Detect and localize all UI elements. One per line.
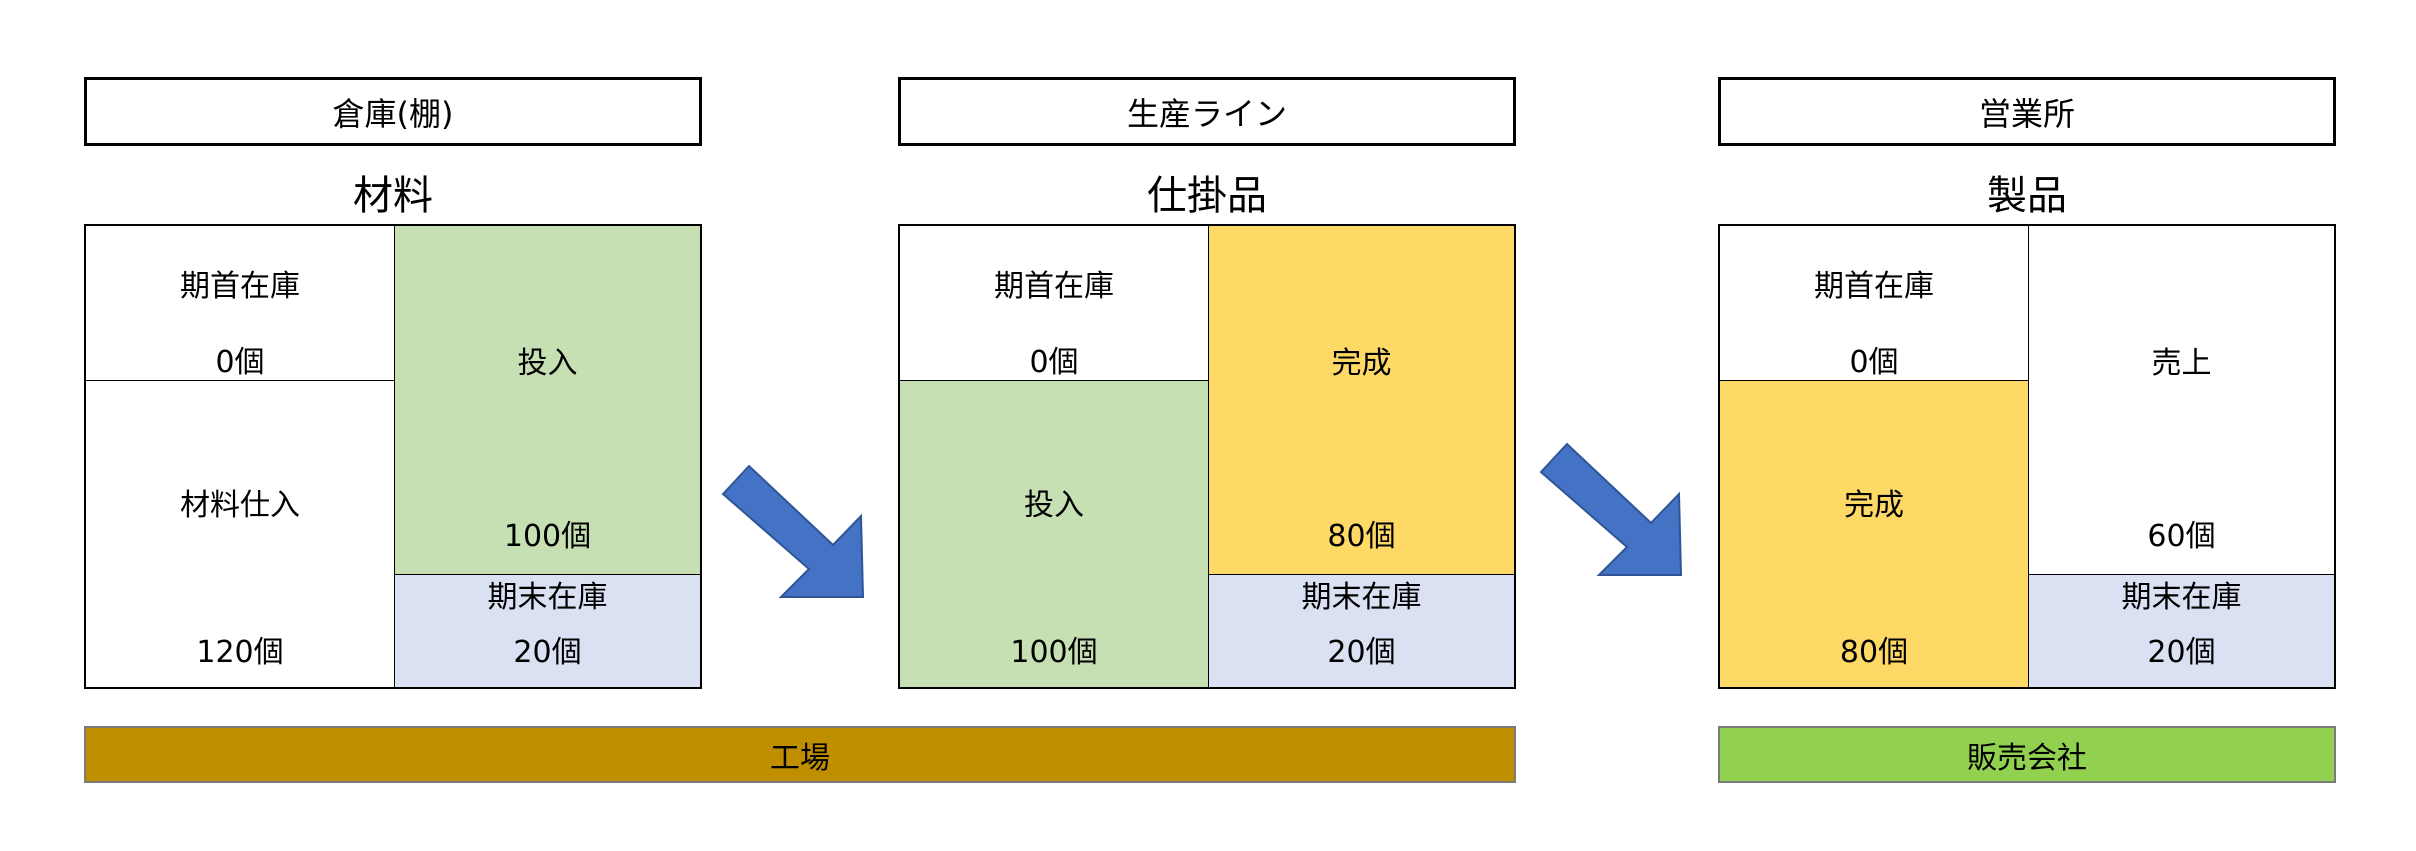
wip-opening-cell: 期首在庫 0個	[900, 226, 1208, 381]
products-complete-value: 80個	[1839, 635, 1909, 670]
products-opening-cell: 期首在庫 0個	[1720, 226, 2028, 381]
wip-input-cell: 投入 100個	[900, 381, 1208, 687]
wip-opening-label: 期首在庫	[994, 269, 1114, 304]
flow-arrow-icon	[1539, 442, 1683, 576]
products-panel: 期首在庫 0個 完成 80個 売上 60個 期末在庫 20個	[1718, 224, 2336, 689]
wip-closing-cell: 期末在庫 20個	[1208, 575, 1514, 687]
products-closing-label: 期末在庫	[2121, 580, 2242, 615]
wip-panel: 期首在庫 0個 投入 100個 完成 80個 期末在庫 20個	[898, 224, 1516, 689]
materials-purchase-value: 120個	[196, 635, 284, 670]
wip-complete-label: 完成	[1331, 346, 1392, 381]
factory-bar: 工場	[84, 726, 1516, 783]
factory-bar-label: 工場	[770, 740, 830, 776]
materials-title: 材料	[353, 173, 433, 219]
products-title: 製品	[1987, 173, 2067, 219]
sales-office-header-label: 営業所	[1978, 94, 2075, 133]
products-sales-value: 60個	[2147, 519, 2216, 554]
products-closing-cell: 期末在庫 20個	[2028, 575, 2334, 687]
sales-office-header: 営業所	[1718, 77, 2336, 146]
wip-complete-cell: 完成 80個	[1208, 226, 1514, 575]
production-line-header: 生産ライン	[898, 77, 1516, 146]
materials-closing-cell: 期末在庫 20個	[394, 575, 700, 687]
materials-purchase-label: 材料仕入	[180, 488, 300, 523]
wip-complete-value: 80個	[1327, 519, 1396, 554]
products-closing-value: 20個	[2147, 635, 2216, 670]
flow-arrow-icon	[721, 464, 865, 598]
products-sales-cell: 売上 60個	[2028, 226, 2334, 575]
production-line-header-label: 生産ライン	[1126, 94, 1287, 133]
materials-opening-value: 0個	[215, 345, 265, 380]
products-complete-label: 完成	[1844, 488, 1904, 523]
materials-purchase-cell: 材料仕入 120個	[86, 381, 394, 687]
warehouse-header: 倉庫(棚)	[84, 77, 702, 146]
wip-input-value: 100個	[1010, 635, 1098, 670]
sales-company-bar-label: 販売会社	[1967, 740, 2087, 776]
materials-opening-label: 期首在庫	[180, 269, 300, 304]
materials-input-value: 100個	[503, 519, 592, 554]
sales-company-bar: 販売会社	[1718, 726, 2336, 783]
wip-opening-value: 0個	[1029, 345, 1079, 380]
products-opening-value: 0個	[1849, 345, 1899, 380]
products-opening-label: 期首在庫	[1814, 269, 1934, 304]
materials-input-label: 投入	[517, 346, 578, 381]
products-complete-cell: 完成 80個	[1720, 381, 2028, 687]
materials-closing-value: 20個	[513, 635, 582, 670]
materials-opening-cell: 期首在庫 0個	[86, 226, 394, 381]
wip-input-label: 投入	[1024, 488, 1084, 523]
warehouse-header-label: 倉庫(棚)	[332, 94, 454, 133]
materials-input-cell: 投入 100個	[394, 226, 700, 575]
wip-title: 仕掛品	[1147, 173, 1267, 219]
materials-panel: 期首在庫 0個 材料仕入 120個 投入 100個 期末在庫 20個	[84, 224, 702, 689]
wip-closing-label: 期末在庫	[1301, 580, 1422, 615]
products-sales-label: 売上	[2151, 346, 2212, 381]
wip-closing-value: 20個	[1327, 635, 1396, 670]
materials-closing-label: 期末在庫	[487, 580, 608, 615]
